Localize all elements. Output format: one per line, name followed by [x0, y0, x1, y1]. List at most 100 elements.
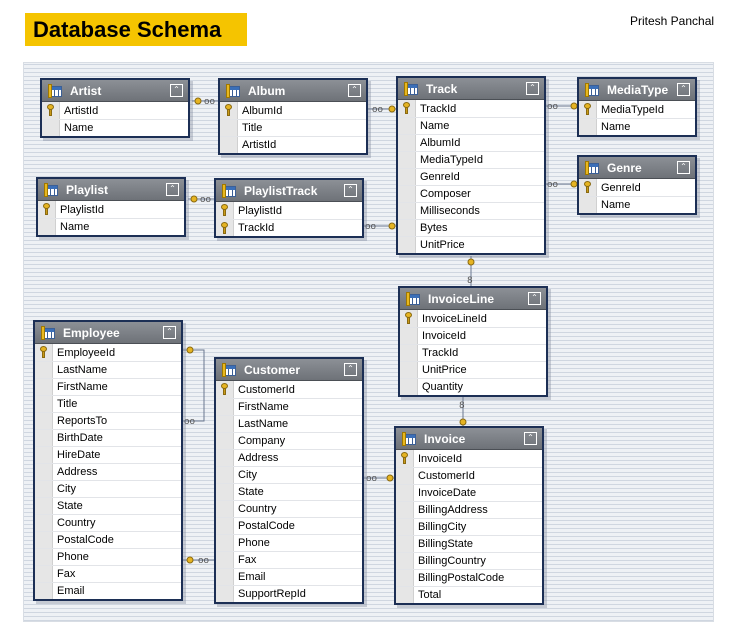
column-row[interactable]: FirstName — [216, 398, 362, 415]
column-row[interactable]: MediaTypeId — [579, 101, 695, 118]
collapse-chevrons-icon[interactable]: ⌃ — [163, 326, 176, 339]
collapse-chevrons-icon[interactable]: ⌃ — [677, 83, 690, 96]
column-row[interactable]: TrackId — [216, 219, 362, 236]
collapse-chevrons-icon[interactable]: ⌃ — [166, 183, 179, 196]
column-row[interactable]: PostalCode — [216, 517, 362, 534]
column-row[interactable]: State — [216, 483, 362, 500]
table-header[interactable]: Artist ⌃ — [42, 80, 188, 102]
column-row[interactable]: BillingCountry — [396, 552, 542, 569]
table-name: Album — [248, 83, 286, 98]
column-row[interactable]: Quantity — [400, 378, 546, 395]
column-row[interactable]: EmployeeId — [35, 344, 181, 361]
table-header[interactable]: InvoiceLine ⌃ — [400, 288, 546, 310]
column-row[interactable]: AlbumId — [220, 102, 366, 119]
column-row[interactable]: Country — [35, 514, 181, 531]
table-header[interactable]: Genre ⌃ — [579, 157, 695, 179]
column-row[interactable]: Phone — [35, 548, 181, 565]
column-row[interactable]: Country — [216, 500, 362, 517]
column-row[interactable]: Name — [38, 218, 184, 235]
column-row[interactable]: Email — [216, 568, 362, 585]
collapse-chevrons-icon[interactable]: ⌃ — [524, 432, 537, 445]
column-row[interactable]: CustomerId — [396, 467, 542, 484]
column-row[interactable]: Total — [396, 586, 542, 603]
table-header[interactable]: Track ⌃ — [398, 78, 544, 100]
column-row[interactable]: ArtistId — [42, 102, 188, 119]
column-row[interactable]: InvoiceId — [396, 450, 542, 467]
table-header[interactable]: Album ⌃ — [220, 80, 366, 102]
column-row[interactable]: MediaTypeId — [398, 151, 544, 168]
column-row[interactable]: PlaylistId — [216, 202, 362, 219]
column-row[interactable]: Name — [42, 119, 188, 136]
column-row[interactable]: Phone — [216, 534, 362, 551]
column-row[interactable]: GenreId — [579, 179, 695, 196]
column-row[interactable]: Fax — [216, 551, 362, 568]
column-row[interactable]: Company — [216, 432, 362, 449]
column-row[interactable]: Address — [35, 463, 181, 480]
column-row[interactable]: BillingCity — [396, 518, 542, 535]
column-row[interactable]: ArtistId — [220, 136, 366, 153]
column-row[interactable]: Address — [216, 449, 362, 466]
column-row[interactable]: HireDate — [35, 446, 181, 463]
collapse-chevrons-icon[interactable]: ⌃ — [170, 84, 183, 97]
column-row[interactable]: PlaylistId — [38, 201, 184, 218]
column-row[interactable]: Bytes — [398, 219, 544, 236]
column-row[interactable]: City — [216, 466, 362, 483]
collapse-chevrons-icon[interactable]: ⌃ — [344, 363, 357, 376]
column-row[interactable]: UnitPrice — [400, 361, 546, 378]
column-row[interactable]: PostalCode — [35, 531, 181, 548]
collapse-chevrons-icon[interactable]: ⌃ — [677, 161, 690, 174]
column-row[interactable]: UnitPrice — [398, 236, 544, 253]
table-header[interactable]: Employee ⌃ — [35, 322, 181, 344]
column-row[interactable]: BirthDate — [35, 429, 181, 446]
column-row[interactable]: Title — [35, 395, 181, 412]
column-row[interactable]: AlbumId — [398, 134, 544, 151]
column-row[interactable]: State — [35, 497, 181, 514]
column-row[interactable]: Composer — [398, 185, 544, 202]
collapse-chevrons-icon[interactable]: ⌃ — [528, 292, 541, 305]
column-row[interactable]: Fax — [35, 565, 181, 582]
column-row[interactable]: BillingAddress — [396, 501, 542, 518]
table-header[interactable]: Playlist ⌃ — [38, 179, 184, 201]
column-row[interactable]: BillingState — [396, 535, 542, 552]
column-row[interactable]: Milliseconds — [398, 202, 544, 219]
table-header[interactable]: MediaType ⌃ — [579, 79, 695, 101]
column-row[interactable]: Email — [35, 582, 181, 599]
column-row[interactable]: BillingPostalCode — [396, 569, 542, 586]
column-row[interactable]: TrackId — [398, 100, 544, 117]
column-row[interactable]: GenreId — [398, 168, 544, 185]
column-row[interactable]: InvoiceLineId — [400, 310, 546, 327]
column-row[interactable]: City — [35, 480, 181, 497]
row-gutter — [400, 345, 418, 361]
column-row[interactable]: CustomerId — [216, 381, 362, 398]
column-row[interactable]: FirstName — [35, 378, 181, 395]
column-row[interactable]: Name — [579, 118, 695, 135]
column-row[interactable]: LastName — [216, 415, 362, 432]
column-row[interactable]: LastName — [35, 361, 181, 378]
column-row[interactable]: TrackId — [400, 344, 546, 361]
row-gutter — [396, 468, 414, 484]
column-row[interactable]: ReportsTo — [35, 412, 181, 429]
column-row[interactable]: InvoiceDate — [396, 484, 542, 501]
table-header[interactable]: Invoice ⌃ — [396, 428, 542, 450]
column-row[interactable]: Name — [579, 196, 695, 213]
column-row[interactable]: InvoiceId — [400, 327, 546, 344]
collapse-chevrons-icon[interactable]: ⌃ — [526, 82, 539, 95]
table-header[interactable]: Customer ⌃ — [216, 359, 362, 381]
column-row[interactable]: Name — [398, 117, 544, 134]
collapse-chevrons-icon[interactable]: ⌃ — [344, 184, 357, 197]
column-row[interactable]: SupportRepId — [216, 585, 362, 602]
table-header[interactable]: PlaylistTrack ⌃ — [216, 180, 362, 202]
column-row[interactable]: Title — [220, 119, 366, 136]
collapse-chevrons-icon[interactable]: ⌃ — [348, 84, 361, 97]
